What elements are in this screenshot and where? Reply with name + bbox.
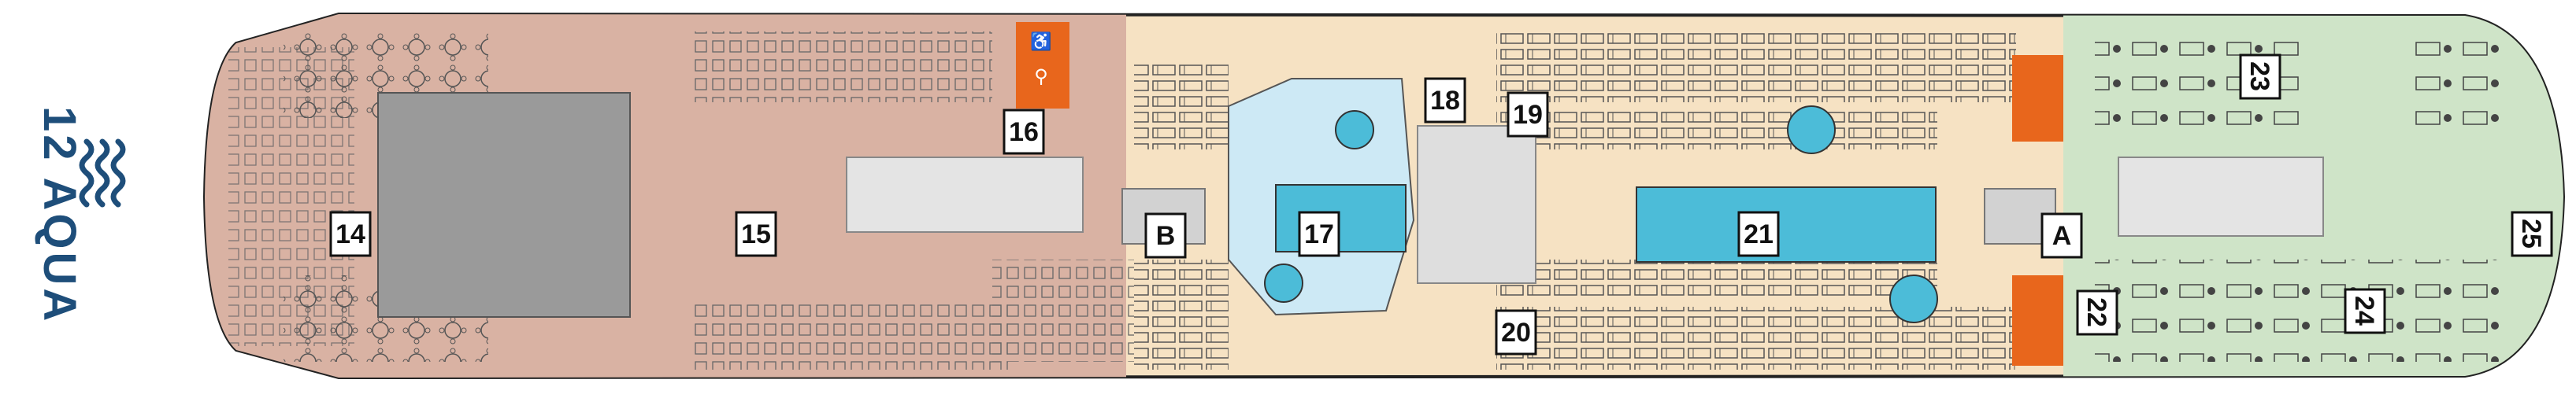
area-label-20[interactable]: 20 [1495,309,1537,356]
pool-icon [1275,184,1407,252]
area-label-17[interactable]: 17 [1298,211,1340,257]
svg-text:15: 15 [741,219,771,249]
svg-text:18: 18 [1430,86,1460,116]
area-label-23[interactable]: 23 [2239,53,2281,100]
restroom-icon [1016,22,1069,109]
area-label-24[interactable]: 24 [2344,288,2386,334]
area-label-19[interactable]: 19 [1507,91,1549,138]
area-label-25[interactable]: 25 [2511,211,2553,257]
area-label-21[interactable]: 21 [1737,211,1780,257]
area-label-18[interactable]: 18 [1424,77,1466,123]
toilet-icon: ⚲ [1034,66,1048,87]
main-pool [1636,186,1937,263]
area-label-14[interactable]: 14 [329,211,372,257]
deck-title: 12 AQUA [34,106,85,324]
area-label-22[interactable]: 22 [2076,289,2118,336]
forward-elevator-lobby [2118,157,2324,237]
svg-text:17: 17 [1304,219,1334,249]
restroom-fwd-stb-icon [2012,275,2063,366]
deck-logo: 12 AQUA [34,106,126,324]
svg-text:16: 16 [1009,117,1039,147]
structures: ♿ ⚲ [377,22,2324,366]
area-label-16[interactable]: 16 [1003,109,1045,155]
svg-text:B: B [1156,221,1176,251]
wave-logo-icon [79,138,126,208]
svg-text:19: 19 [1513,100,1543,130]
center-lobby [1417,125,1536,284]
svg-text:A: A [2052,221,2072,251]
pool-area [1228,78,1938,323]
svg-text:22: 22 [2081,297,2111,327]
svg-text:24: 24 [2349,296,2379,326]
svg-text:21: 21 [1744,219,1774,249]
area-label-B[interactable]: B [1144,212,1187,259]
area-label-A[interactable]: A [2040,212,2083,259]
accessible-icon: ♿ [1030,31,1051,51]
aft-elevator-lobby [846,157,1084,233]
restroom-fwd-icon [2012,55,2063,142]
area-labels: 14 15 16 B 17 18 19 20 21 A 22 23 24 25 [329,53,2553,356]
svg-text:14: 14 [335,219,365,249]
svg-text:20: 20 [1501,318,1531,348]
svg-text:25: 25 [2516,219,2546,249]
svg-text:23: 23 [2244,61,2274,91]
area-label-15[interactable]: 15 [735,211,777,257]
funnel-casing [377,92,631,318]
